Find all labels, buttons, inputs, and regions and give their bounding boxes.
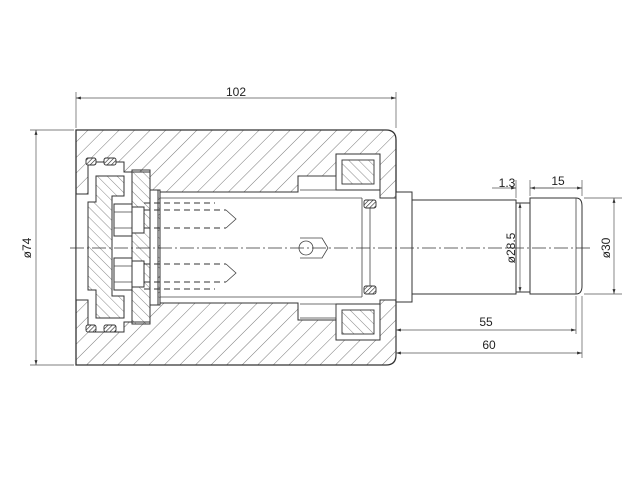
seal-ring-top-right (103, 157, 117, 166)
seal-ring-top-left (85, 157, 97, 166)
bolt-lower (113, 257, 145, 291)
dim-groove-diameter: ø28.5 (504, 232, 518, 263)
seal-ring-bottom-right (103, 324, 117, 333)
bearing-top (300, 153, 381, 191)
dim-groove-width: 1.3 (499, 176, 516, 190)
end-cap (87, 175, 125, 319)
inner-shaft (160, 197, 363, 298)
flange-face (149, 189, 159, 306)
dim-length-60: 60 (482, 338, 496, 352)
dim-overall-length: 102 (226, 85, 246, 99)
output-shaft (395, 191, 583, 303)
seal-ring-bottom-left (85, 324, 97, 333)
bearing-bottom (300, 303, 381, 341)
dim-shaft-diameter: ø30 (599, 237, 613, 258)
dim-body-diameter: ø74 (20, 237, 34, 258)
bolt-upper (113, 203, 145, 237)
seal-ring-right-top (363, 199, 377, 209)
dim-groove-position: 15 (551, 174, 565, 188)
seal-ring-right-bottom (363, 285, 377, 295)
hidden-threads (144, 202, 237, 290)
dim-length-55: 55 (479, 315, 493, 329)
